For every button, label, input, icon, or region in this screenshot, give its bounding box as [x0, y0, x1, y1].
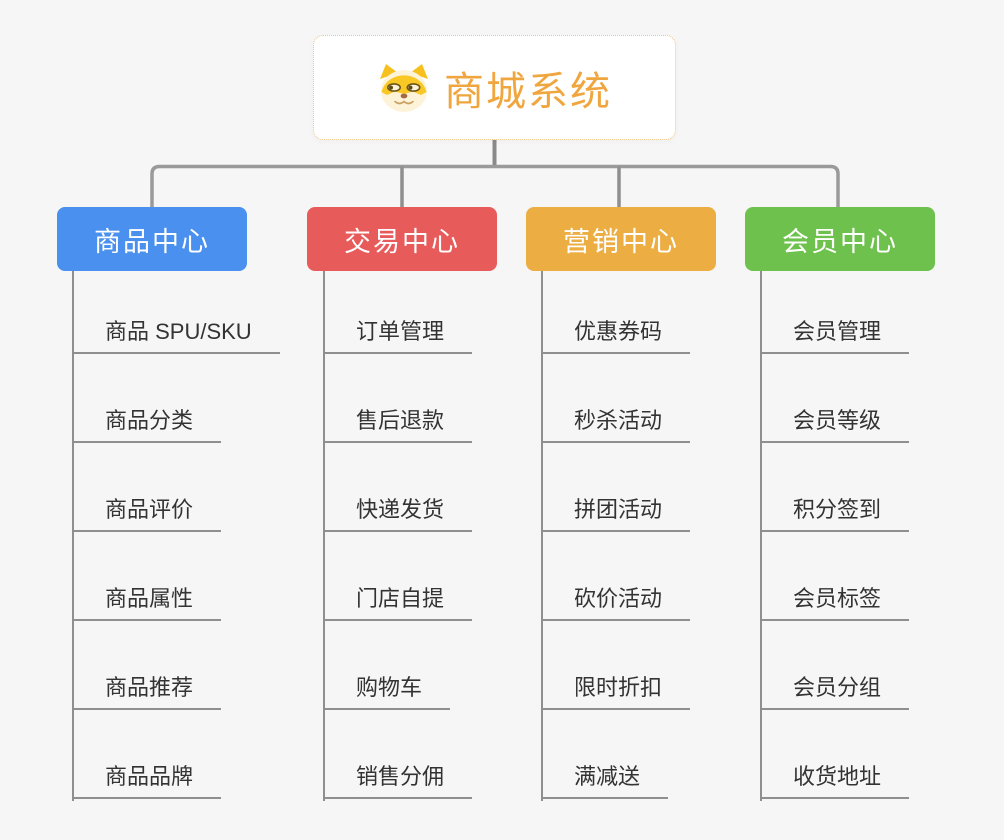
leaf-node: 优惠券码	[541, 271, 691, 354]
child-connector-line	[760, 271, 762, 801]
leaf-node: 满减送	[541, 710, 690, 799]
child-connector-line	[72, 271, 74, 801]
leaf-node: 购物车	[323, 621, 472, 710]
leaf-label[interactable]: 会员等级	[760, 403, 910, 443]
branch-children-marketing-center: 优惠券码 秒杀活动 拼团活动 砍价活动 限时折扣 满减送	[541, 271, 691, 801]
leaf-label[interactable]: 积分签到	[760, 492, 910, 532]
leaf-label[interactable]: 门店自提	[323, 581, 473, 621]
branch-node-product-center[interactable]: 商品中心	[57, 207, 247, 271]
leaf-label[interactable]: 秒杀活动	[541, 403, 691, 443]
leaf-label[interactable]: 限时折扣	[541, 670, 691, 710]
leaf-node: 秒杀活动	[541, 354, 691, 443]
branch-node-trade-center[interactable]: 交易中心	[307, 207, 497, 271]
leaf-node: 会员标签	[760, 532, 910, 621]
leaf-label[interactable]: 订单管理	[323, 314, 473, 354]
dog-face-icon	[377, 63, 431, 113]
leaf-label[interactable]: 商品分类	[72, 403, 222, 443]
leaf-label[interactable]: 商品评价	[72, 492, 222, 532]
root-title: 商城系统	[444, 69, 612, 114]
leaf-label[interactable]: 收货地址	[760, 759, 910, 799]
leaf-label[interactable]: 快递发货	[323, 492, 473, 532]
leaf-label[interactable]: 满减送	[541, 759, 669, 799]
leaf-label[interactable]: 售后退款	[323, 403, 473, 443]
leaf-label[interactable]: 会员分组	[760, 670, 910, 710]
leaf-node: 收货地址	[760, 710, 910, 799]
leaf-label[interactable]: 商品 SPU/SKU	[72, 314, 280, 354]
leaf-label[interactable]: 销售分佣	[323, 759, 473, 799]
leaf-label[interactable]: 会员管理	[760, 314, 910, 354]
leaf-label[interactable]: 会员标签	[760, 581, 910, 621]
leaf-label[interactable]: 砍价活动	[541, 581, 691, 621]
root-node[interactable]: 商城系统	[313, 35, 676, 140]
leaf-node: 商品属性	[72, 532, 280, 621]
leaf-node: 订单管理	[323, 271, 473, 354]
leaf-node: 快递发货	[323, 443, 473, 532]
leaf-node: 会员分组	[760, 621, 910, 710]
leaf-node: 商品分类	[72, 354, 280, 443]
branch-children-member-center: 会员管理 会员等级 积分签到 会员标签 会员分组 收货地址	[760, 271, 910, 801]
leaf-node: 限时折扣	[541, 621, 691, 710]
leaf-node: 商品品牌	[72, 710, 280, 799]
leaf-label[interactable]: 拼团活动	[541, 492, 691, 532]
leaf-label[interactable]: 商品品牌	[72, 759, 222, 799]
leaf-node: 商品推荐	[72, 621, 280, 710]
leaf-node: 门店自提	[323, 532, 473, 621]
leaf-node: 商品评价	[72, 443, 280, 532]
branch-children-product-center: 商品 SPU/SKU 商品分类 商品评价 商品属性 商品推荐 商品品牌	[72, 271, 280, 801]
branch-node-marketing-center[interactable]: 营销中心	[526, 207, 716, 271]
leaf-node: 售后退款	[323, 354, 473, 443]
leaf-label[interactable]: 商品属性	[72, 581, 222, 621]
leaf-node: 商品 SPU/SKU	[72, 271, 280, 354]
child-connector-line	[323, 271, 325, 801]
child-connector-line	[541, 271, 543, 801]
leaf-node: 销售分佣	[323, 710, 473, 799]
leaf-node: 拼团活动	[541, 443, 691, 532]
leaf-label[interactable]: 优惠券码	[541, 314, 691, 354]
leaf-node: 会员等级	[760, 354, 910, 443]
branch-children-trade-center: 订单管理 售后退款 快递发货 门店自提 购物车 销售分佣	[323, 271, 473, 801]
leaf-node: 积分签到	[760, 443, 910, 532]
branch-node-member-center[interactable]: 会员中心	[745, 207, 935, 271]
leaf-label[interactable]: 购物车	[323, 670, 451, 710]
leaf-node: 砍价活动	[541, 532, 691, 621]
leaf-label[interactable]: 商品推荐	[72, 670, 222, 710]
leaf-node: 会员管理	[760, 271, 910, 354]
